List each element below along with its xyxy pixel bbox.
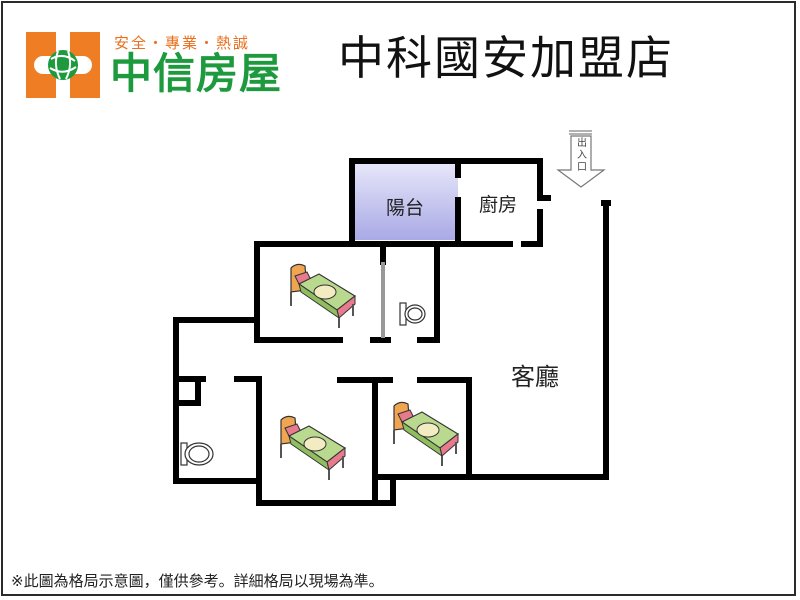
balcony-fill xyxy=(354,164,458,240)
brand-slogan: 安全・專業・熱誠 xyxy=(114,34,251,52)
room-label-balcony: 陽台 xyxy=(386,197,425,219)
bed-icon xyxy=(393,401,459,467)
store-title: 中科國安加盟店 xyxy=(338,31,674,85)
bed-icon xyxy=(280,415,346,481)
room-label-kitchen: 廚房 xyxy=(479,194,518,216)
entrance-arrow-icon xyxy=(556,130,606,188)
toilet-icon xyxy=(180,442,214,466)
brand-logo: 安全・專業・熱誠 中信房屋 xyxy=(26,32,306,98)
toilet-icon xyxy=(399,302,426,326)
room-label-living-room: 客廳 xyxy=(511,363,559,391)
logo-mark-icon xyxy=(26,32,100,98)
disclaimer: ※此圖為格局示意圖，僅供參考。詳細格局以現場為準。 xyxy=(11,572,384,590)
walls xyxy=(173,158,611,506)
bed-icon xyxy=(290,263,357,328)
entrance-label: 出入口 xyxy=(577,138,587,173)
brand-name: 中信房屋 xyxy=(110,49,283,98)
